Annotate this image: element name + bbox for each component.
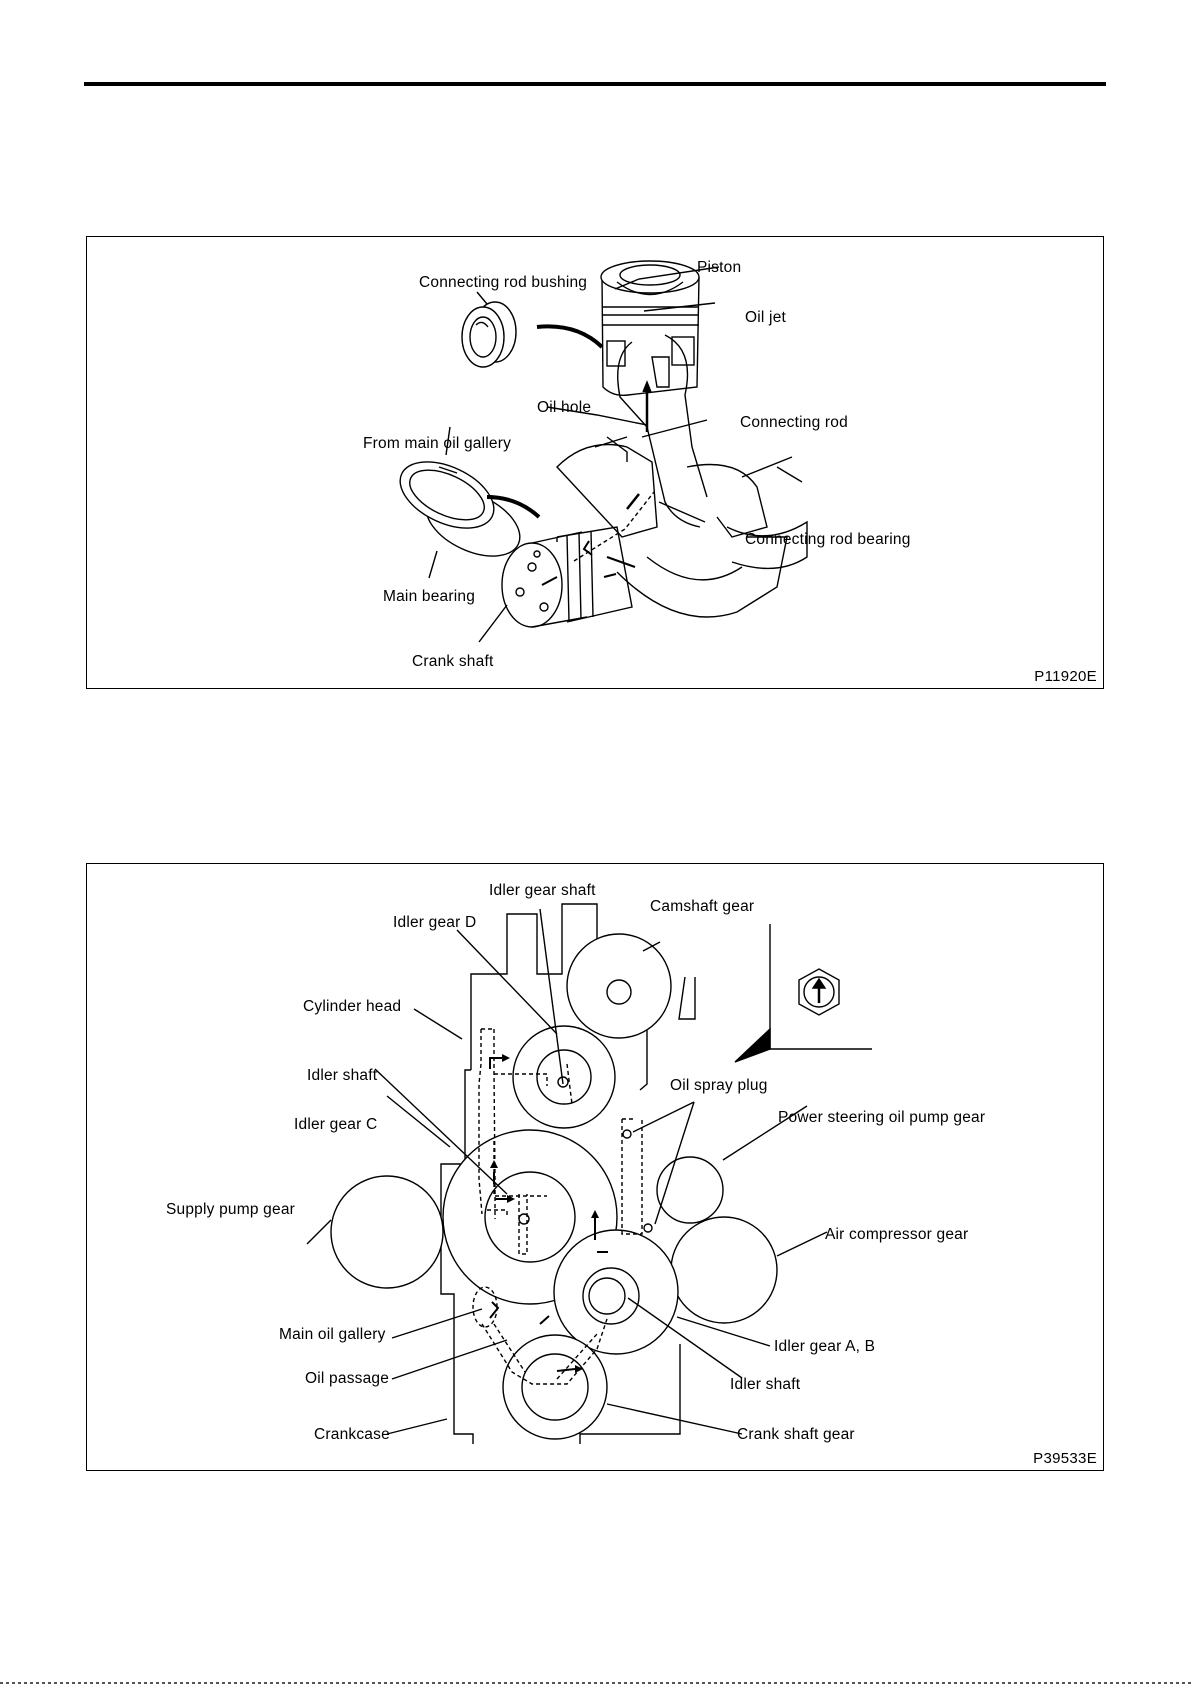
header-rule xyxy=(84,82,1106,86)
supply-pump-gear xyxy=(330,1175,444,1289)
label-main-bearing: Main bearing xyxy=(383,588,476,605)
label-oil-jet: Oil jet xyxy=(745,309,787,326)
air-compressor-gear xyxy=(670,1216,778,1324)
label-idler-gear-d: Idler gear D xyxy=(393,914,477,931)
figure-code: P39533E xyxy=(1033,1450,1097,1467)
connecting-rod-icon xyxy=(617,334,708,528)
connecting-rod-illustration xyxy=(399,260,808,643)
main-bearing-icon xyxy=(399,461,521,557)
view-direction-inset xyxy=(734,924,872,1063)
label-air-compressor-gear: Air compressor gear xyxy=(825,1226,969,1243)
label-crankcase: Crankcase xyxy=(314,1426,390,1443)
gear-train-illustration xyxy=(306,903,872,1444)
label-camshaft-gear: Camshaft gear xyxy=(650,898,755,915)
label-crank-shaft: Crank shaft xyxy=(412,653,494,670)
label-connecting-rod: Connecting rod xyxy=(740,414,848,431)
gear-train-lubrication-figure: Idler gear shaft Camshaft gear Idler gea… xyxy=(86,863,1104,1471)
label-idler-gear-c: Idler gear C xyxy=(294,1116,378,1133)
piston-icon xyxy=(600,260,700,397)
label-from-main-oil-gallery: From main oil gallery xyxy=(363,435,512,452)
label-oil-passage: Oil passage xyxy=(305,1370,390,1387)
label-ps-oil-pump-gear: Power steering oil pump gear xyxy=(778,1109,986,1126)
label-idler-shaft-top: Idler shaft xyxy=(307,1067,378,1084)
crankshaft-icon xyxy=(501,436,808,628)
label-crank-shaft-gear: Crank shaft gear xyxy=(737,1426,855,1443)
label-supply-pump-gear: Supply pump gear xyxy=(166,1201,296,1218)
page-bottom-edge xyxy=(0,1682,1191,1684)
label-idler-gear-shaft: Idler gear shaft xyxy=(489,882,596,899)
label-cylinder-head: Cylinder head xyxy=(303,998,402,1015)
label-idler-gear-ab: Idler gear A, B xyxy=(774,1338,876,1355)
conrod-bushing-icon xyxy=(461,301,517,368)
label-piston: Piston xyxy=(697,259,742,276)
label-oil-hole: Oil hole xyxy=(537,399,592,416)
connecting-rod-lubrication-figure: Piston Connecting rod bushing Oil jet Oi… xyxy=(86,236,1104,689)
label-conrod-bearing: Connecting rod bearing xyxy=(745,531,911,548)
figure-code: P11920E xyxy=(1034,668,1097,685)
label-oil-spray-plug: Oil spray plug xyxy=(670,1077,768,1094)
label-main-oil-gallery: Main oil gallery xyxy=(279,1326,386,1343)
label-idler-shaft-bottom: Idler shaft xyxy=(730,1376,801,1393)
ps-oil-pump-gear xyxy=(656,1156,724,1224)
label-conrod-bushing: Connecting rod bushing xyxy=(419,274,588,291)
